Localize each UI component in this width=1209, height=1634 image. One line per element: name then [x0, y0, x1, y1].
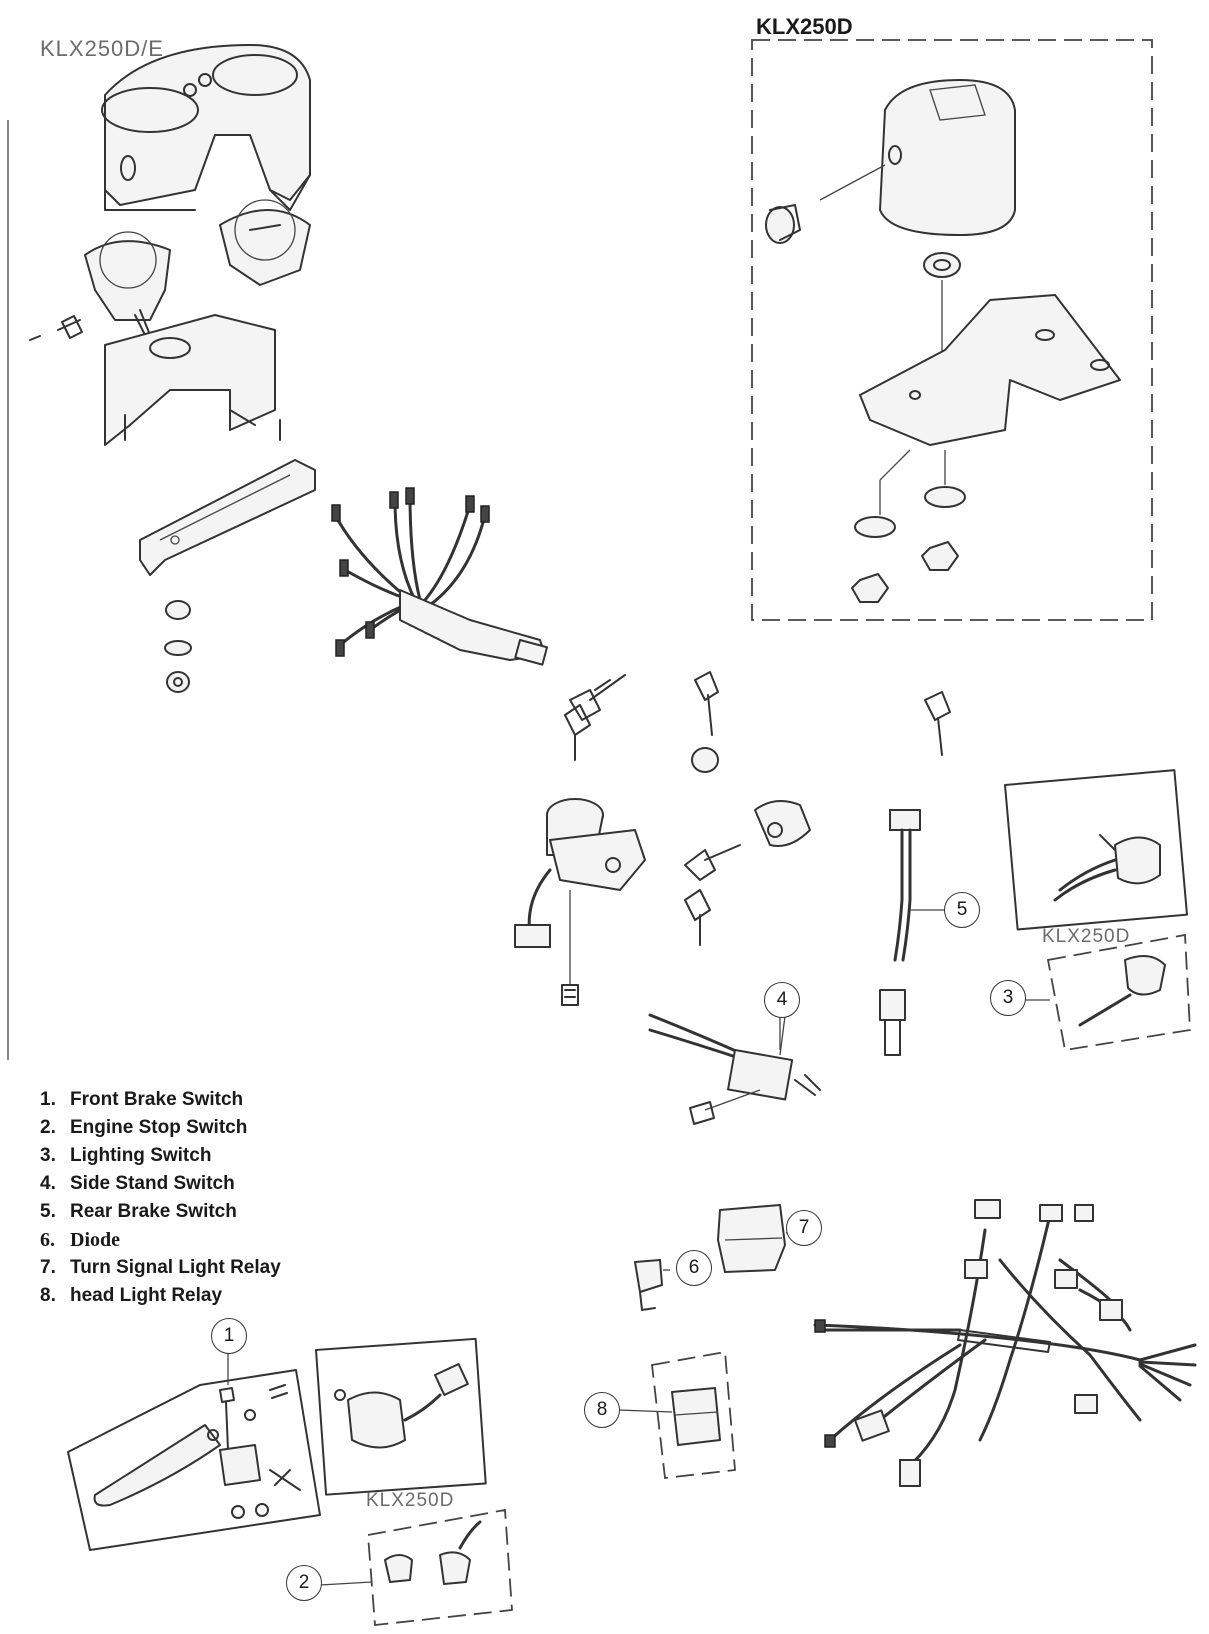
speedometer-drawing [84, 231, 171, 336]
main-wiring-harness-drawing [813, 1199, 1197, 1487]
legend-item: 2. Engine Stop Switch [40, 1114, 281, 1142]
meter-bracket-drawing [139, 419, 316, 576]
legend-item: 1. Front Brake Switch [40, 1086, 281, 1114]
klx250d-top-dashed-frame [751, 39, 1153, 621]
legend-text: Rear Brake Switch [70, 1201, 237, 1222]
legend-text: Lighting Switch [70, 1145, 212, 1166]
diode-drawing [634, 1259, 663, 1311]
housing-grommet-drawing [923, 252, 961, 360]
front-brake-switch-parts-drawing [219, 1384, 301, 1519]
legend-text: Turn Signal Light Relay [70, 1257, 281, 1278]
right-key-drawing [924, 691, 951, 756]
lock-keys-drawing [684, 800, 811, 946]
callout-8: 8 [584, 1392, 620, 1428]
meter-screw-drawing [29, 315, 83, 341]
legend-item: 3. Lighting Switch [40, 1142, 281, 1170]
legend-text: head Light Relay [70, 1285, 223, 1306]
engine-stop-switch-d-drawing [384, 1520, 482, 1585]
meter-housing-d-drawing [819, 79, 1016, 236]
meter-case-drawing [104, 314, 276, 446]
legend-number: 2. [40, 1117, 56, 1138]
callout-leader-lines [227, 909, 1050, 1586]
meter-cover-drawing [101, 44, 311, 211]
tachometer-drawing [219, 199, 311, 286]
legend-number: 3. [40, 1145, 56, 1166]
legend-number: 1. [40, 1089, 56, 1110]
legend-item: 7. Turn Signal Light Relay [40, 1254, 281, 1282]
legend-item: 4. Side Stand Switch [40, 1170, 281, 1198]
meter-sub-harness-drawing [331, 487, 549, 666]
lighting-switch-frame [1004, 769, 1188, 931]
model-label-klx250d-top: KLX250D [756, 14, 853, 39]
turn-signal-relay-drawing [717, 1204, 786, 1273]
legend-number: 5. [40, 1201, 56, 1222]
speedo-gear-drawing [765, 204, 801, 244]
callout-3: 3 [990, 980, 1026, 1016]
bracket-grommet-nut-drawing [164, 600, 192, 693]
callout-6: 6 [676, 1250, 712, 1286]
legend-item: 8. head Light Relay [40, 1282, 281, 1310]
legend-text: Diode [70, 1229, 120, 1251]
headlight-relay-drawing [671, 1387, 721, 1446]
front-brake-switch-frame [67, 1369, 321, 1551]
lighting-switch-drawing [1053, 834, 1161, 902]
callout-7: 7 [786, 1210, 822, 1246]
model-label-klx250d-e: KLX250D/E [40, 36, 164, 61]
legend-number: 8. [40, 1285, 56, 1306]
front-brake-lever-drawing [93, 1424, 221, 1507]
callout-4: 4 [764, 982, 800, 1018]
model-label-klx250d-bottom: KLX250D [366, 1490, 455, 1511]
housing-washers-nuts-drawing [851, 449, 966, 603]
callout-2: 2 [286, 1565, 322, 1601]
legend-number: 7. [40, 1257, 56, 1278]
legend-item: 6. Diode [40, 1226, 281, 1254]
headlight-relay-dashed-frame [651, 1350, 736, 1479]
engine-stop-switch-frame [314, 1337, 487, 1496]
rear-brake-switch-drawing [879, 809, 945, 1056]
legend-number: 6. [40, 1229, 55, 1251]
legend-item: 5. Rear Brake Switch [40, 1198, 281, 1226]
legend-text: Side Stand Switch [70, 1173, 235, 1194]
housing-bracket-drawing [859, 294, 1121, 446]
callout-5: 5 [944, 892, 980, 928]
engine-stop-switch-drawing [334, 1363, 469, 1449]
legend-number: 4. [40, 1173, 56, 1194]
ignition-switch-drawing [514, 798, 646, 1006]
callout-1: 1 [211, 1318, 247, 1354]
model-label-klx250d-right: KLX250D [1042, 926, 1131, 947]
ignition-keys-drawing [564, 674, 626, 761]
legend-text: Front Brake Switch [70, 1089, 244, 1110]
parts-legend: 1. Front Brake Switch 2. Engine Stop Switc… [40, 1086, 281, 1310]
lighting-switch-d-dashed-frame [1046, 933, 1191, 1052]
lighting-switch-d-drawing [1078, 955, 1166, 1027]
seat-lock-key-drawing [691, 671, 719, 773]
side-stand-switch-drawing [648, 1000, 821, 1125]
engine-stop-switch-d-dashed-frame [367, 1508, 513, 1626]
legend-text: Engine Stop Switch [70, 1117, 248, 1138]
